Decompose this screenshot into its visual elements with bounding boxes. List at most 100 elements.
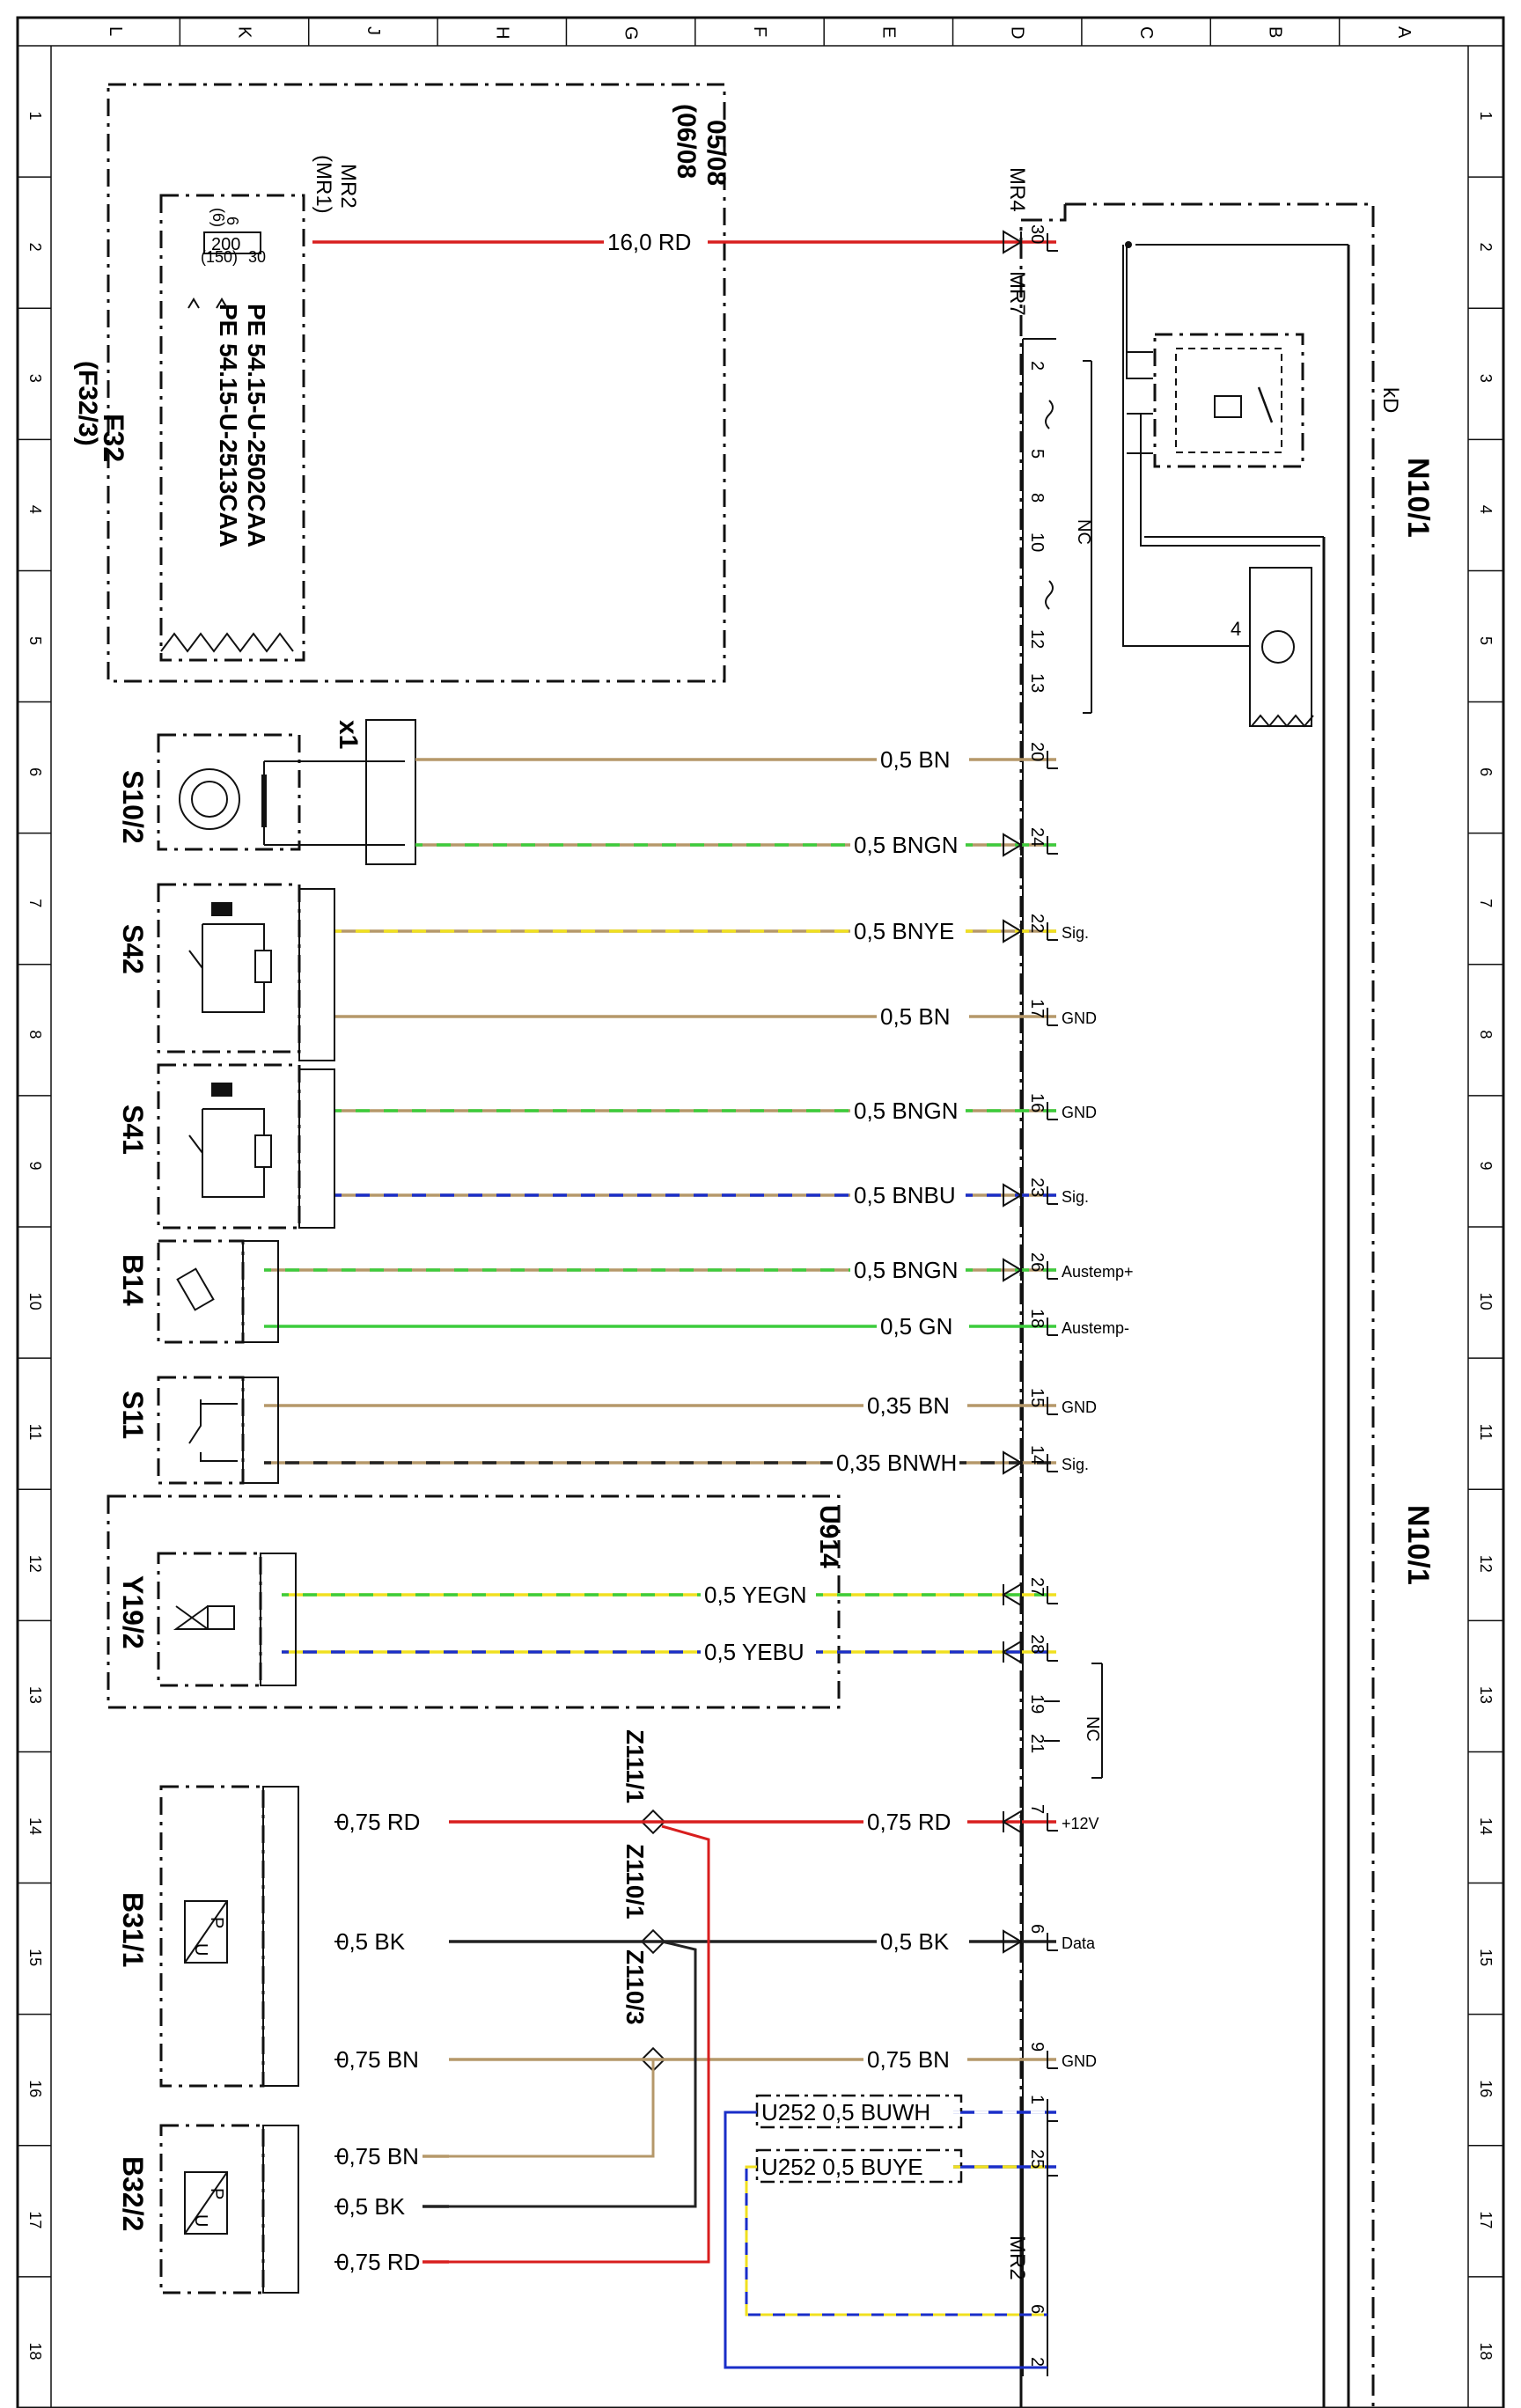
grid-col-B: B [1265,26,1284,38]
relay-block [1153,333,1304,468]
mr7-pin-13: 13 [1027,673,1047,693]
grid-row-right-8: 8 [1477,1030,1495,1039]
s42-switch: S42 [117,883,301,1054]
grid-row-right-12: 12 [1477,1555,1495,1573]
s10-2-switch: S10/2 [117,733,405,851]
fuse-pin-in-alt: (6) [209,208,227,227]
wire-label-6: 0,5 BK [880,1928,950,1955]
grid-row-right-9: 9 [1477,1161,1495,1170]
pin-23: 23 [1027,1178,1047,1197]
grid-col-H: H [492,26,511,39]
pin-17: 17 [1027,999,1047,1018]
pin-func-22: Sig. [1062,924,1089,942]
grid-col-D: D [1008,26,1027,39]
mr7-connector-strip: NC NC [1022,338,1103,2376]
s11-switch: S11 [117,1376,245,1485]
wire-label-18: 0,5 GN [880,1313,952,1340]
wire-label-1: U252 0,5 BUWH [761,2099,930,2125]
left-wire-b31_2: 0,5 BK [334,1928,653,1955]
wire-label-30: 16,0 RD [607,229,691,255]
left-wire-label-b32_2: 0,5 BK [336,2193,406,2220]
x1-label: x1 [334,720,363,749]
b31-1-sensor: P U B31/1 [117,1785,265,2088]
grid-row-left-3: 3 [26,374,44,383]
wire-label-15: 0,35 BN [867,1392,950,1419]
pin-15: 15 [1027,1388,1047,1407]
u914-label: U914 [814,1505,843,1568]
grid-row-left-1: 1 [26,112,44,121]
mr2-bottom-pin-list: 62 [1027,2304,1047,2367]
grid-row-left-2: 2 [26,243,44,252]
z110-3-label: Z110/3 [621,1949,649,2025]
kd-label: kD [1378,387,1402,413]
y19-2-label: Y19/2 [117,1575,149,1649]
nc-pin-21: 21 [1027,1734,1047,1753]
button-icon [179,768,240,830]
grid-row-left-12: 12 [26,1555,44,1573]
grid-col-F: F [750,26,769,37]
pin-func-18: Austemp- [1062,1319,1129,1337]
fuse-part-1: PE 54.15-U-2502CAA [243,304,270,547]
left-wire-label-b31_2: 0,5 BK [336,1928,406,1955]
grid-row-left-18: 18 [26,2342,44,2360]
fuse-part-2: PE 54.15-U-2513CAA [215,304,242,547]
pin-25: 25 [1027,2149,1047,2169]
mr2-pin-6: 6 [1027,2304,1047,2314]
grid-row-right-13: 13 [1477,1686,1495,1704]
fuse-value: 200 [211,235,240,254]
pin-func-6: Data [1062,1934,1096,1952]
grid-row-left-14: 14 [26,1817,44,1835]
valve-icon [173,1605,211,1630]
motor-pin: 4 [1231,618,1241,640]
nc-label-top: NC [1074,519,1093,545]
pin-20: 20 [1027,742,1047,761]
grid-row-right-6: 6 [1477,767,1495,776]
pin-30: 30 [1027,224,1047,244]
b31-1-label: B31/1 [117,1892,149,1967]
fuse-element [203,231,261,254]
b32-2-label: B32/2 [117,2156,149,2231]
grid-col-J: J [364,26,383,35]
pin-28: 28 [1027,1634,1047,1654]
grid-row-left-7: 7 [26,899,44,907]
grid-col-L: L [106,26,125,36]
mr7-pin-2: 2 [1027,361,1047,371]
b31-p-label: P [207,1917,226,1928]
fuse-pin-out-alt: (150) [201,248,238,266]
grid-row-left-11: 11 [26,1424,44,1441]
grid-row-right-14: 14 [1477,1817,1495,1835]
wire-label-14: 0,35 BNWH [836,1450,957,1476]
pin-func-9: GND [1062,2052,1097,2070]
pin-9: 9 [1027,2042,1047,2052]
wire-label-23: 0,5 BNBU [854,1182,956,1208]
wire-label-7: 0,75 RD [867,1809,951,1835]
y19-2-valve: Y19/2 [117,1552,262,1687]
grid-row-left-4: 4 [26,505,44,514]
pin-func-14: Sig. [1062,1456,1089,1473]
pin-14: 14 [1027,1445,1047,1465]
splice-z111-1: Z111/1 [621,1729,666,1835]
left-wire-b32_2: 0,5 BK [334,2193,449,2220]
pin-16: 16 [1027,1093,1047,1112]
mr2-top-label: MR2 [336,164,360,209]
grid-col-A: A [1394,26,1414,39]
grid-row-right-7: 7 [1477,899,1495,907]
f32-sub-label: (F32/3) [73,361,102,446]
grid-row-right-17: 17 [1477,2211,1495,2228]
wire-label-16: 0,5 BNGN [854,1098,959,1124]
b32-2-sensor: P U B32/2 [117,2124,265,2294]
mr2-pin-2: 2 [1027,2357,1047,2367]
pin-6: 6 [1027,1924,1047,1934]
grid-col-G: G [621,26,641,40]
pin-1: 1 [1027,2095,1047,2104]
left-wire-b31_1: 0,75 BN [334,2046,653,2073]
grid-col-C: C [1136,26,1156,39]
